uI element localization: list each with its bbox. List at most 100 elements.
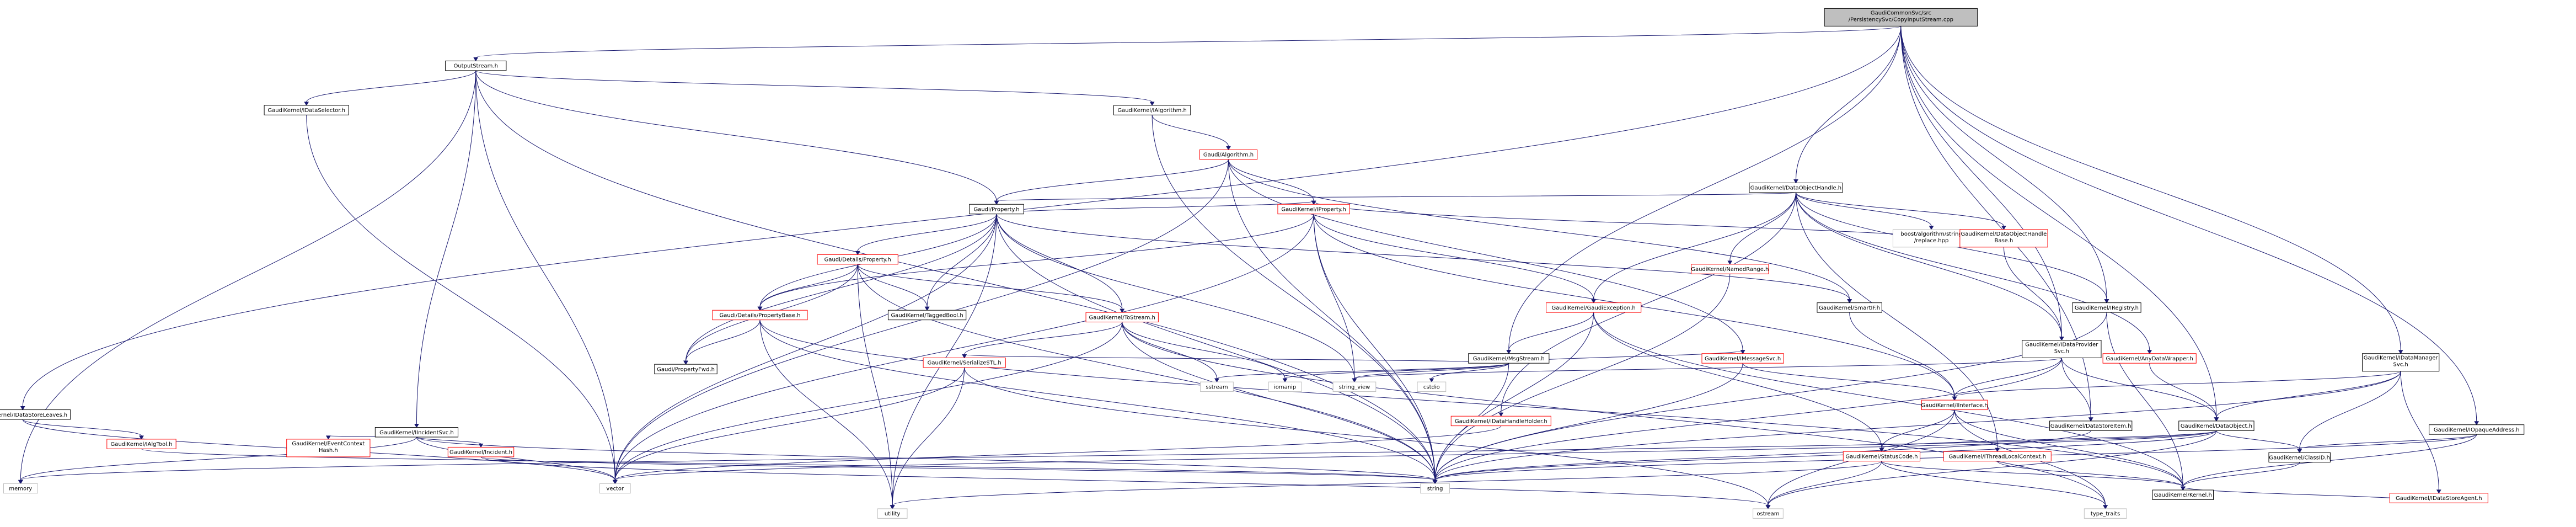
- node-box: [969, 204, 1024, 215]
- edge-arrowhead: [855, 251, 860, 255]
- edge-line: [759, 214, 1314, 307]
- edge-line: [759, 264, 858, 307]
- dependency-edge: [1228, 159, 1745, 354]
- edge-line: [996, 200, 1314, 215]
- node-iomanip[interactable]: iomanip: [1268, 381, 1302, 392]
- node-sstream[interactable]: sstream: [1200, 381, 1234, 392]
- node-namedrange[interactable]: GaudiKernel/NamedRange.h: [1691, 264, 1769, 274]
- node-msgstream[interactable]: GaudiKernel/MsgStream.h: [1468, 353, 1550, 364]
- node-label: Gaudi/Property.h: [973, 206, 1019, 212]
- dependency-edge: [1352, 358, 2062, 383]
- edge-arrowhead: [478, 443, 484, 448]
- dependency-edge: [1313, 214, 1357, 383]
- edge-arrowhead: [1952, 396, 1957, 401]
- node-dataobjecthandle[interactable]: GaudiKernel/DataObjectHandle.h: [1749, 182, 1843, 193]
- node-dataobject[interactable]: GaudiKernel/DataObject.h: [2178, 420, 2254, 431]
- node-label: GaudiKernel/EventContext: [292, 441, 365, 447]
- node-cstdio[interactable]: cstdio: [1417, 381, 1447, 392]
- node-outputstream[interactable]: OutputStream.h: [444, 60, 507, 71]
- node-smartif[interactable]: GaudiKernel/SmartIF.h: [1817, 302, 1882, 313]
- node-iregistry[interactable]: GaudiKernel/IRegistry.h: [2072, 302, 2141, 313]
- node-taggedbool[interactable]: GaudiKernel/TaggedBool.h: [887, 310, 967, 321]
- edge-arrowhead: [2474, 421, 2479, 425]
- edge-line: [964, 367, 1769, 505]
- node-label: /PersistencySvc/CopyInputStream.cpp: [1849, 17, 1953, 23]
- node-utility[interactable]: utility: [877, 508, 908, 519]
- node-iincidentsvc[interactable]: GaudiKernel/IIncidentSvc.h: [374, 427, 459, 438]
- edge-arrowhead: [1432, 480, 1438, 485]
- node-threadlocal[interactable]: GaudiKernel/IThreadLocalContext.h: [1943, 451, 2052, 462]
- edge-line: [614, 322, 1123, 481]
- node-box: [599, 483, 631, 494]
- node-box: [1749, 182, 1843, 193]
- node-galgorithm[interactable]: Gaudi/Algorithm.h: [1199, 149, 1258, 160]
- edge-line: [475, 25, 1902, 58]
- node-box: [923, 358, 1006, 368]
- edge-line: [614, 430, 2217, 481]
- node-box: [3, 483, 38, 494]
- dependency-edge: [996, 200, 1316, 215]
- node-kernel[interactable]: GaudiKernel/Kernel.h: [2152, 489, 2214, 500]
- node-datastoreitem[interactable]: GaudiKernel/DataStoreItem.h: [2049, 420, 2133, 431]
- node-anydatawrapper[interactable]: GaudiKernel/AnyDataWrapper.h: [2102, 353, 2197, 364]
- edge-line: [1434, 430, 2217, 481]
- node-iopaqueaddress[interactable]: GaudiKernel/IOpaqueAddress.h: [2429, 424, 2525, 435]
- edge-arrowhead: [2180, 486, 2186, 491]
- node-detailsproperty[interactable]: Gaudi/Details/Property.h: [817, 254, 898, 265]
- node-string[interactable]: string: [1420, 483, 1450, 494]
- node-imessagesvc[interactable]: GaudiKernel/IMessageSvc.h: [1701, 353, 1784, 364]
- edge-line: [964, 354, 1509, 364]
- edge-arrowhead: [924, 306, 930, 311]
- dependency-edge: [855, 214, 997, 255]
- node-idatastoreleaves[interactable]: GaudiKernel/IDataStoreLeaves.h: [0, 409, 71, 420]
- node-root[interactable]: GaudiCommonSvc/src/PersistencySvc/CopyIn…: [1824, 8, 1978, 26]
- edge-line: [759, 320, 1436, 481]
- node-label: boost/algorithm/string: [1900, 231, 1962, 237]
- node-statuscode[interactable]: GaudiKernel/StatusCode.h: [1843, 451, 1921, 462]
- node-ialgtool[interactable]: GaudiKernel/IAlgTool.h: [106, 439, 176, 449]
- dependency-edge: [1727, 192, 1796, 265]
- node-gproperty[interactable]: Gaudi/Property.h: [969, 204, 1024, 215]
- edge-line: [1795, 192, 1932, 226]
- dependency-edge: [2214, 371, 2401, 422]
- node-memory[interactable]: memory: [3, 483, 38, 494]
- node-vector[interactable]: vector: [599, 483, 631, 494]
- dependency-edge: [475, 70, 618, 485]
- edge-arrowhead: [2103, 505, 2108, 509]
- node-classid[interactable]: GaudiKernel/ClassID.h: [2268, 452, 2331, 463]
- node-boostreplace[interactable]: boost/algorithm/string/replace.hpp: [1892, 229, 1970, 248]
- node-idataselector[interactable]: GaudiKernel/IDataSelector.h: [264, 105, 349, 115]
- node-stringview[interactable]: string_view: [1332, 381, 1377, 392]
- edge-line: [759, 320, 893, 505]
- dependency-edge: [1900, 26, 2403, 354]
- node-box: [374, 427, 459, 438]
- edge-line: [1284, 363, 1509, 379]
- edge-arrowhead: [20, 406, 25, 411]
- node-box: [286, 439, 371, 457]
- node-idatahandleholder[interactable]: GaudiKernel/IDataHandleHolder.h: [1450, 416, 1551, 427]
- dependency-edge: [1742, 363, 1957, 401]
- edge-line: [416, 70, 476, 424]
- node-incident[interactable]: GaudiKernel/Incident.h: [447, 446, 515, 457]
- edge-arrowhead: [1847, 299, 1852, 304]
- edge-line: [1795, 26, 1902, 180]
- node-gaudiexception[interactable]: GaudiKernel/GaudiException.h: [1546, 302, 1642, 313]
- node-idatastoreagent[interactable]: GaudiKernel/IDataStoreAgent.h: [2389, 493, 2488, 503]
- node-propertybase[interactable]: Gaudi/Details/PropertyBase.h: [712, 310, 808, 321]
- node-box: [106, 439, 176, 449]
- node-propertyfwd[interactable]: Gaudi/PropertyFwd.h: [654, 364, 717, 375]
- node-tostream[interactable]: GaudiKernel/ToStream.h: [1085, 312, 1159, 323]
- node-serializestl[interactable]: GaudiKernel/SerializeSTL.h: [923, 358, 1006, 368]
- node-ialgorithm[interactable]: GaudiKernel/IAlgorithm.h: [1113, 105, 1191, 115]
- edge-line: [416, 436, 481, 444]
- node-iproperty[interactable]: GaudiKernel/IProperty.h: [1277, 204, 1350, 215]
- node-label: GaudiKernel/IDataManager: [2364, 355, 2439, 361]
- edge-line: [1354, 363, 1509, 379]
- node-typetraits[interactable]: type_traits: [2084, 508, 2127, 519]
- node-ostream[interactable]: ostream: [1753, 508, 1784, 519]
- node-iinterface[interactable]: GaudiKernel/IInterface.h: [1921, 400, 1988, 411]
